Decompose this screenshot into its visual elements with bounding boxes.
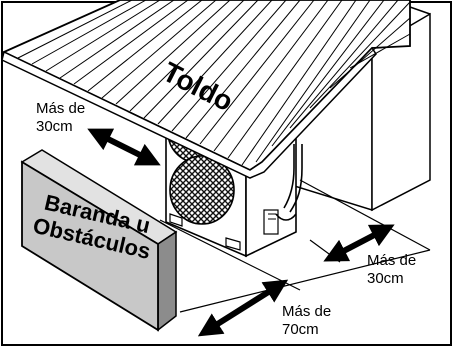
- clearance-right-line1: Más de: [367, 252, 417, 269]
- refrigerant-pipes: [275, 144, 303, 221]
- clearance-left-line2: 30cm: [36, 118, 73, 135]
- clearance-left-line1: Más de: [36, 100, 86, 117]
- arrow-bottom-clearance: [197, 279, 289, 337]
- obstacle-sign-box: [20, 149, 178, 332]
- clearance-bottom-line1: Más de: [282, 303, 332, 320]
- arrow-left-clearance: [87, 128, 161, 166]
- fan-grille-lower: [169, 155, 235, 225]
- awning-roof: [1, 0, 411, 179]
- clearance-right-line2: 30cm: [367, 270, 404, 287]
- arrow-right-clearance: [323, 224, 395, 262]
- clearance-right-label: Más de 30cm: [367, 252, 416, 288]
- clearance-arrows: [87, 128, 395, 337]
- clearance-bottom-label: Más de 70cm: [282, 303, 331, 339]
- clearance-bottom-line2: 70cm: [282, 321, 319, 338]
- clearance-left-label: Más de 30cm: [36, 100, 85, 136]
